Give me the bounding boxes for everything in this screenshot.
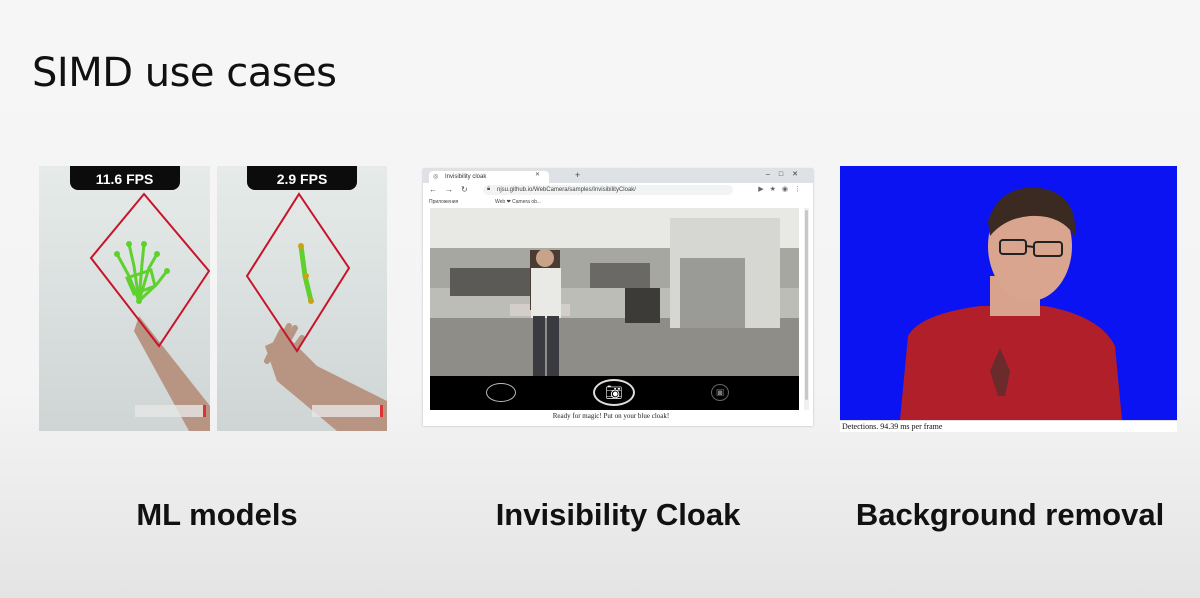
- bookmark-web-camera[interactable]: Web ❤ Camera ob...: [495, 199, 542, 205]
- hand-tracking-illustration: [245, 192, 387, 431]
- forward-arrow-icon[interactable]: →: [445, 185, 453, 194]
- ml-demo-left-panel: 11.6 FPS: [39, 166, 210, 431]
- status-message: Ready for magic! Put on your blue cloak!: [552, 412, 670, 420]
- bookmark-apps[interactable]: Приложения: [429, 199, 459, 205]
- office-scene-illustration: [430, 208, 799, 376]
- scrollbar-thumb[interactable]: [805, 210, 808, 400]
- address-bar[interactable]: njsu.github.io/WebCamera/samples/Invisib…: [483, 185, 733, 195]
- window-controls[interactable]: –□✕: [766, 171, 807, 178]
- camera-controls: 📷︎ ▣: [430, 376, 799, 410]
- fps-counter-left: 11.6 FPS: [69, 166, 180, 190]
- caption-ml-models: ML models: [136, 497, 298, 532]
- back-arrow-icon[interactable]: ←: [429, 185, 437, 194]
- camera-view: 📷︎ ▣: [430, 208, 799, 410]
- browser-tab[interactable]: Invisibility cloak: [429, 171, 549, 183]
- tab-title: Invisibility cloak: [445, 174, 487, 180]
- tab-strip: Invisibility cloak ◎ ✕ + –□✕: [423, 169, 813, 183]
- caption-invisibility-cloak: Invisibility Cloak: [495, 497, 741, 532]
- record-icon[interactable]: [486, 383, 516, 402]
- background-removal-view: [840, 166, 1177, 420]
- caption-background-removal: Background removal: [855, 497, 1165, 532]
- detections-bar: Detections. 94.39 ms per frame: [840, 420, 1177, 432]
- hand-tracking-illustration: [89, 192, 210, 431]
- detections-text: Detections. 94.39 ms per frame: [842, 422, 943, 431]
- save-icon[interactable]: ▣: [711, 384, 729, 401]
- watermark: [312, 405, 383, 417]
- reload-icon[interactable]: ↻: [461, 185, 468, 194]
- browser-toolbar: ← → ↻ njsu.github.io/WebCamera/samples/I…: [423, 183, 813, 197]
- slide-title: SIMD use cases: [32, 50, 337, 96]
- close-icon[interactable]: ✕: [535, 172, 541, 178]
- page-content: 📷︎ ▣ Ready for magic! Put on your blue c…: [423, 208, 813, 426]
- globe-icon: ◎: [433, 174, 439, 180]
- toolbar-icons[interactable]: ▶★◉⋮: [758, 186, 807, 193]
- browser-window: Invisibility cloak ◎ ✕ + –□✕ ← → ↻ njsu.…: [423, 169, 813, 426]
- person-silhouette-illustration: [900, 187, 1122, 420]
- fps-counter-right: 2.9 FPS: [247, 166, 357, 190]
- ml-demo-right-panel: 2.9 FPS: [217, 166, 387, 431]
- address-text: njsu.github.io/WebCamera/samples/Invisib…: [497, 187, 636, 193]
- watermark: [135, 405, 206, 417]
- camera-icon[interactable]: 📷︎: [593, 379, 635, 406]
- new-tab-icon[interactable]: +: [575, 170, 581, 180]
- lock-icon: 🔒︎: [487, 186, 491, 192]
